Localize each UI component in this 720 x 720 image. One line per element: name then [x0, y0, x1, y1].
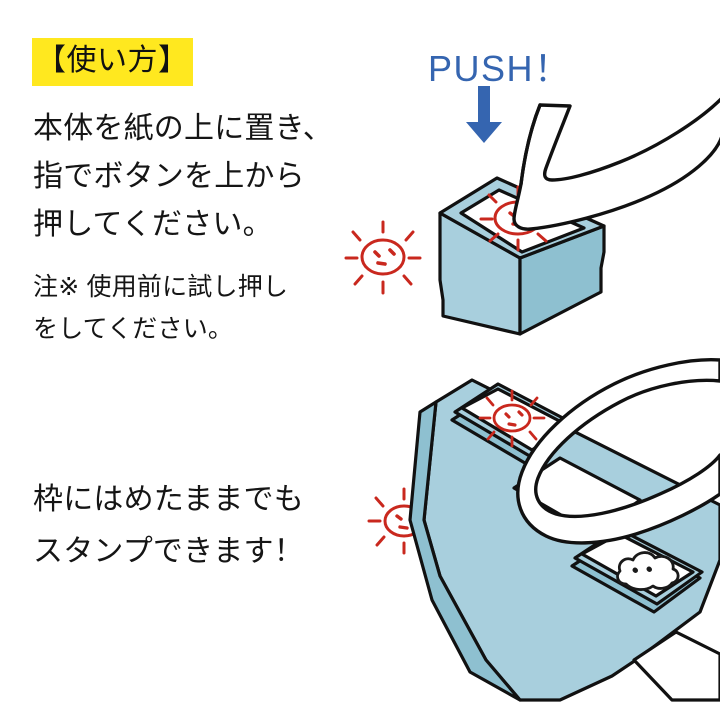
hand-pressing-bottom	[516, 358, 720, 545]
push-callout-label: PUSH！	[428, 48, 572, 89]
tray-top-surface	[422, 378, 720, 702]
frame-use-line: 枠にはめたままでも	[33, 483, 304, 516]
note-line: 注※ 使用前に試し押し	[33, 273, 289, 301]
cloud-mark	[482, 621, 546, 661]
stamp-design-sun-icon	[479, 185, 557, 252]
stamp-block-1-top	[453, 382, 580, 460]
stamp-body-right-face	[518, 224, 606, 336]
stamp-body-left-face	[438, 211, 522, 336]
hand-pressing-top	[512, 97, 720, 231]
umbrella-mark	[431, 560, 494, 622]
tray-socket-4-partial	[632, 630, 720, 702]
stamp-block-1-face	[460, 387, 571, 452]
stamp-block-3-design-cloud-icon	[616, 551, 680, 591]
instruction-paragraph-frame-use: 枠にはめたままでも スタンプできます！	[33, 474, 304, 578]
tray-socket-3	[570, 534, 702, 614]
stamp-body-top-rim	[438, 176, 606, 260]
instruction-line: 押してください。	[33, 208, 273, 241]
tray-socket-1	[450, 389, 577, 468]
stamp-block-3-face	[580, 532, 695, 598]
instruction-paragraph-main: 本体を紙の上に置き、 指でボタンを上から 押してください。	[33, 105, 333, 249]
page-title: 【使い方】	[32, 38, 193, 86]
stamp-block-1-design-sun-icon	[478, 389, 546, 448]
note-line: をしてください。	[33, 315, 234, 343]
tray-socket-2-empty	[512, 456, 642, 536]
stamp-block-3-top	[573, 527, 704, 606]
instruction-line: 本体を紙の上に置き、	[33, 112, 333, 145]
arrow-down-icon	[466, 86, 502, 143]
stamp-face-top	[459, 188, 586, 254]
instruction-paragraph-note: 注※ 使用前に試し押し をしてください。	[33, 266, 288, 350]
tray-left-wall	[408, 400, 522, 702]
sun-mark-bottom	[367, 487, 441, 555]
instruction-line: 指でボタンを上から	[33, 160, 305, 193]
sun-mark-top	[344, 220, 422, 295]
usage-heading-block: 【使い方】	[32, 38, 193, 86]
frame-use-line: スタンプできます！	[33, 535, 304, 568]
